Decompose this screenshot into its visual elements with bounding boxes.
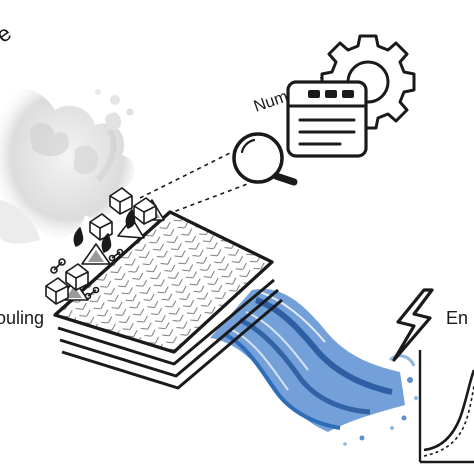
app-window-icon — [286, 80, 368, 158]
plate-heat-exchanger — [53, 210, 283, 390]
zoom-lines — [139, 149, 251, 215]
water-flow — [210, 289, 418, 446]
lightning-bolt-icon — [392, 288, 434, 362]
fouling-deposits — [45, 187, 165, 305]
magnifying-glass-icon — [232, 132, 298, 186]
energy-label: En — [446, 308, 468, 328]
mini-graph-icon — [418, 350, 474, 464]
top-left-label: e — [0, 20, 16, 48]
milk-splash — [0, 88, 135, 244]
fouling-label: ouling — [0, 308, 44, 328]
